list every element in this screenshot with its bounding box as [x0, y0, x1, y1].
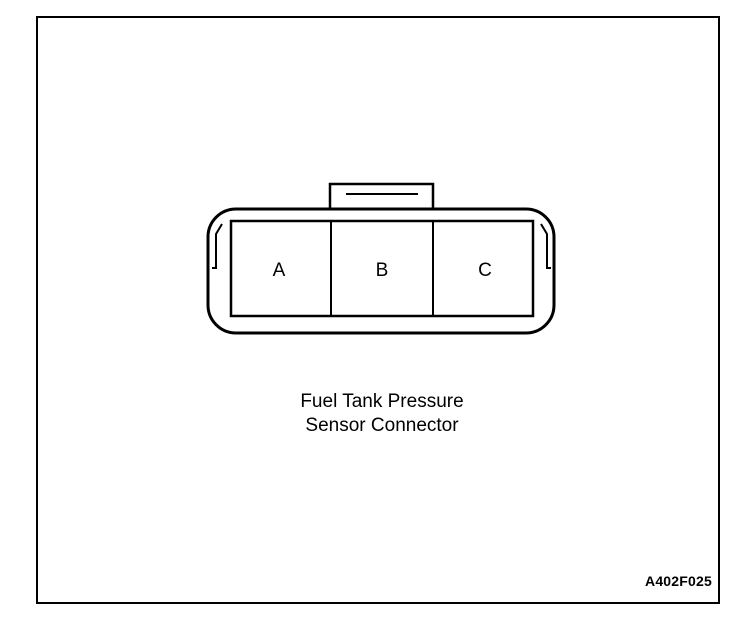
connector-cavity	[229, 219, 535, 318]
diagram-frame	[36, 16, 720, 604]
pin-label-b: B	[376, 260, 389, 281]
left-latch	[212, 223, 223, 269]
pin-label-c: C	[478, 260, 492, 281]
right-latch	[540, 223, 551, 269]
connector-housing	[206, 207, 556, 335]
caption-line-2: Sensor Connector	[305, 415, 459, 436]
diagram-caption: Fuel Tank Pressure Sensor Connector	[200, 390, 564, 438]
pin-label-a: A	[273, 260, 286, 281]
figure-id: A402F025	[645, 573, 712, 589]
locking-tab	[328, 182, 435, 210]
caption-line-1: Fuel Tank Pressure	[300, 391, 464, 412]
